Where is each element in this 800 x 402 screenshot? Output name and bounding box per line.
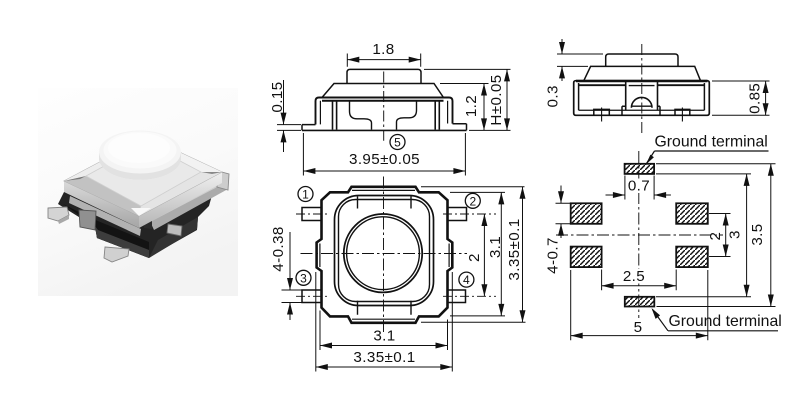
svg-text:4: 4 xyxy=(463,273,470,287)
svg-text:2: 2 xyxy=(469,194,476,208)
svg-text:Ground terminal: Ground terminal xyxy=(669,313,782,330)
svg-text:4-0.38: 4-0.38 xyxy=(270,226,287,271)
svg-text:2: 2 xyxy=(707,232,724,241)
svg-text:0.15: 0.15 xyxy=(269,81,286,112)
svg-text:0.85: 0.85 xyxy=(747,83,764,114)
svg-text:Ground terminal: Ground terminal xyxy=(655,134,768,151)
svg-text:3.1: 3.1 xyxy=(373,327,395,344)
svg-text:0.7: 0.7 xyxy=(628,178,650,195)
svg-text:0.3: 0.3 xyxy=(545,85,562,107)
svg-text:2: 2 xyxy=(466,253,483,262)
svg-text:4-0.7: 4-0.7 xyxy=(545,237,562,274)
svg-text:3.1: 3.1 xyxy=(487,236,504,258)
svg-text:3.5: 3.5 xyxy=(749,223,766,245)
svg-text:1.2: 1.2 xyxy=(463,95,480,117)
svg-text:1.8: 1.8 xyxy=(372,41,394,58)
svg-text:5: 5 xyxy=(394,136,401,150)
svg-text:5: 5 xyxy=(634,319,643,336)
svg-text:3.35±0.1: 3.35±0.1 xyxy=(506,218,523,280)
svg-text:2.5: 2.5 xyxy=(623,268,645,285)
svg-text:3: 3 xyxy=(300,271,307,285)
svg-text:1: 1 xyxy=(302,188,309,202)
svg-text:3.35±0.1: 3.35±0.1 xyxy=(353,349,415,366)
svg-text:3.95±0.05: 3.95±0.05 xyxy=(349,151,420,168)
svg-text:3: 3 xyxy=(727,230,744,239)
svg-text:H±0.05: H±0.05 xyxy=(488,74,505,125)
